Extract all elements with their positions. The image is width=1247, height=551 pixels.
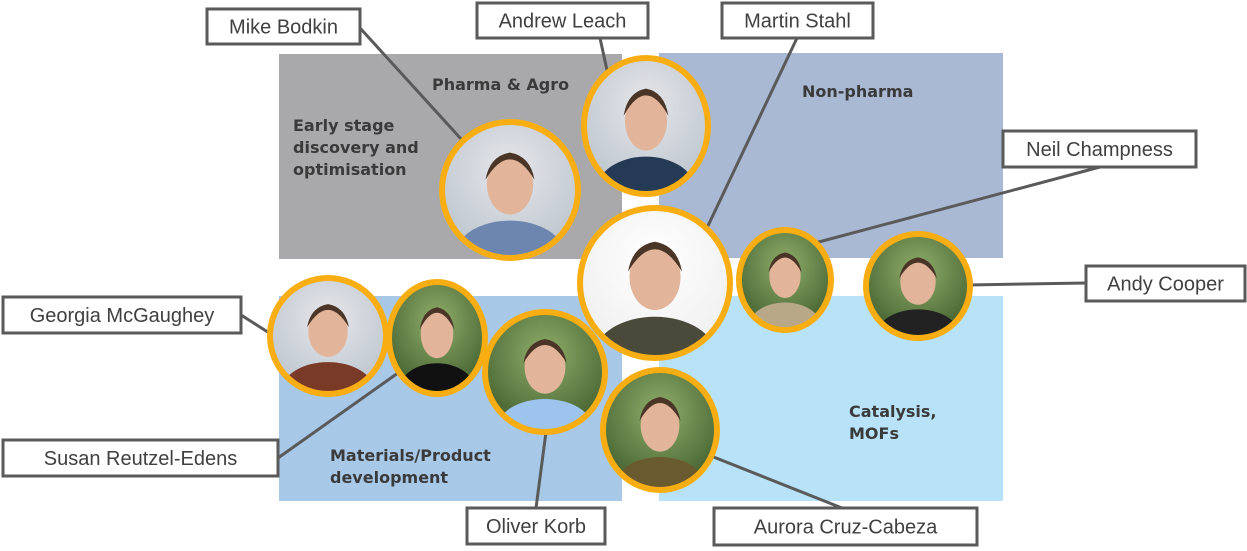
name-label-andy-cooper: Andy Cooper	[1084, 264, 1247, 303]
person-name: Mike Bodkin	[229, 17, 338, 39]
photo-susan-reutzel-edens	[386, 279, 488, 397]
materials-line-2: development	[330, 468, 448, 487]
person-name: Aurora Cruz-Cabeza	[754, 517, 938, 539]
ring-outline	[736, 227, 834, 333]
quadrant-non-pharma	[659, 53, 1003, 258]
name-label-susan-reutzel-edens: Susan Reutzel-Edens	[1, 438, 280, 478]
early-stage-line-2: discovery and	[293, 138, 419, 157]
ring-outline	[386, 279, 488, 397]
person-name: Oliver Korb	[486, 516, 586, 538]
photo-aurora-cruz-cabeza	[600, 367, 720, 493]
name-label-aurora-cruz-cabeza: Aurora Cruz-Cabeza	[712, 506, 979, 547]
ring-outline	[600, 367, 720, 493]
name-label-andrew-leach: Andrew Leach	[475, 1, 650, 40]
person-name: Andrew Leach	[499, 11, 627, 33]
ring-outline	[577, 205, 733, 361]
photo-mike-bodkin	[439, 119, 581, 261]
ring-outline	[439, 119, 581, 261]
person-name: Susan Reutzel-Edens	[44, 448, 237, 470]
early-stage-line-3: optimisation	[293, 160, 407, 179]
photo-oliver-korb	[482, 309, 608, 435]
name-label-georgia-mcgaughey: Georgia McGaughey	[1, 295, 243, 335]
catalysis-line-2: MOFs	[849, 424, 899, 443]
person-name: Georgia McGaughey	[30, 305, 215, 327]
ring-outline	[863, 231, 973, 341]
ring-outline	[581, 55, 711, 197]
photo-georgia-mcgaughey	[267, 275, 389, 397]
non-pharma-title: Non-pharma	[802, 82, 913, 101]
early-stage-line-1: Early stage	[293, 116, 395, 135]
materials-line-1: Materials/Product	[330, 446, 491, 465]
ring-outline	[267, 275, 389, 397]
photo-martin-stahl	[577, 205, 733, 361]
name-label-mike-bodkin: Mike Bodkin	[205, 7, 362, 46]
name-label-martin-stahl: Martin Stahl	[720, 1, 875, 40]
person-name: Andy Cooper	[1107, 274, 1224, 296]
photo-neil-champness	[736, 227, 834, 333]
pharma-title: Pharma & Agro	[432, 75, 569, 94]
photo-andy-cooper	[863, 231, 973, 341]
person-name: Neil Champness	[1026, 139, 1173, 161]
ring-outline	[482, 309, 608, 435]
catalysis-line-1: Catalysis,	[849, 402, 937, 421]
name-label-oliver-korb: Oliver Korb	[465, 506, 607, 546]
photo-andrew-leach	[581, 55, 711, 197]
name-label-neil-champness: Neil Champness	[1001, 129, 1198, 169]
person-name: Martin Stahl	[744, 11, 851, 33]
